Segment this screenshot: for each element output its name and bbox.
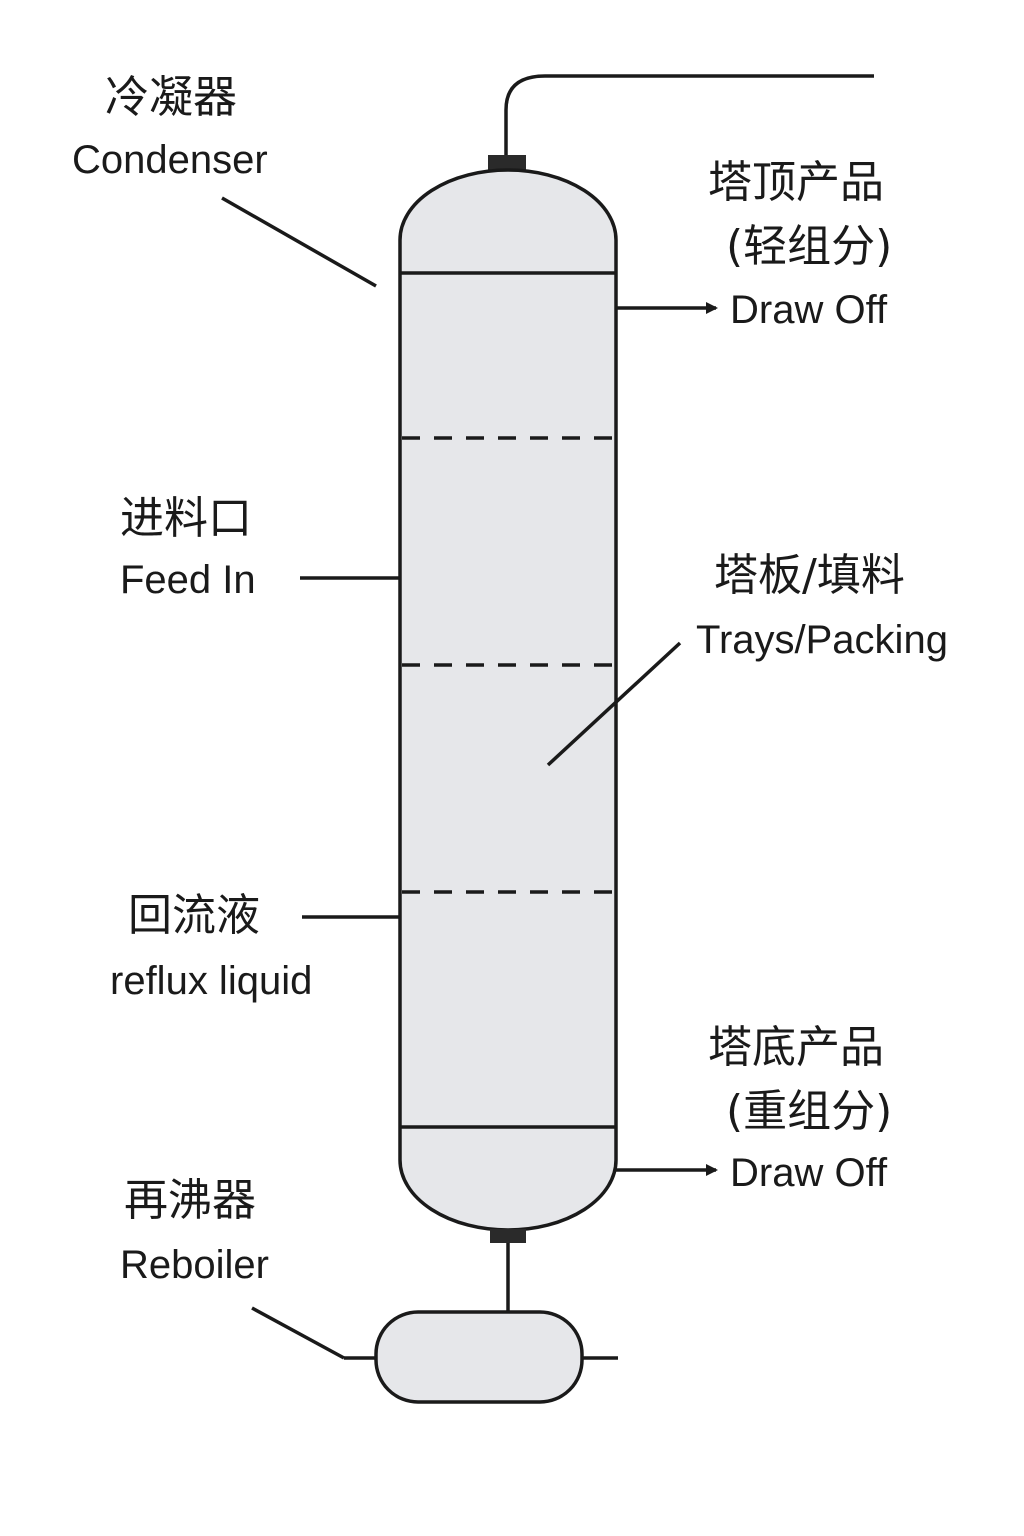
top-drawoff-label: Draw Off xyxy=(730,288,888,332)
bottom-nozzle xyxy=(490,1229,526,1243)
overhead-vapor-line xyxy=(504,74,874,160)
condenser-label-en: Condenser xyxy=(72,138,268,182)
trays-leader-line xyxy=(546,641,682,767)
feed-label-en: Feed In xyxy=(120,558,256,602)
top-product-label-light: (轻组分) xyxy=(726,221,892,272)
reboiler-vessel xyxy=(374,1310,584,1404)
top-product-label-zh: 塔顶产品 xyxy=(708,157,884,208)
reboiler-leader-line xyxy=(251,1306,345,1360)
top-nozzle xyxy=(488,155,526,171)
reboiler-label-zh: 再沸器 xyxy=(124,1175,256,1226)
reflux-label-en: reflux liquid xyxy=(110,959,312,1003)
bottom-product-label-zh: 塔底产品 xyxy=(708,1022,884,1073)
trays-label-zh: 塔板/填料 xyxy=(714,550,905,601)
feed-label-zh: 进料口 xyxy=(120,493,252,544)
condenser-label-zh: 冷凝器 xyxy=(105,72,237,123)
reboiler-label-en: Reboiler xyxy=(120,1243,269,1287)
reflux-label-zh: 回流液 xyxy=(128,890,260,941)
bottom-drawoff-label: Draw Off xyxy=(730,1151,888,1195)
trays-label-en: Trays/Packing xyxy=(696,618,948,662)
bottom-product-label-heavy: (重组分) xyxy=(726,1086,892,1137)
condenser-leader-line xyxy=(221,196,377,288)
column-vessel xyxy=(398,168,618,1232)
